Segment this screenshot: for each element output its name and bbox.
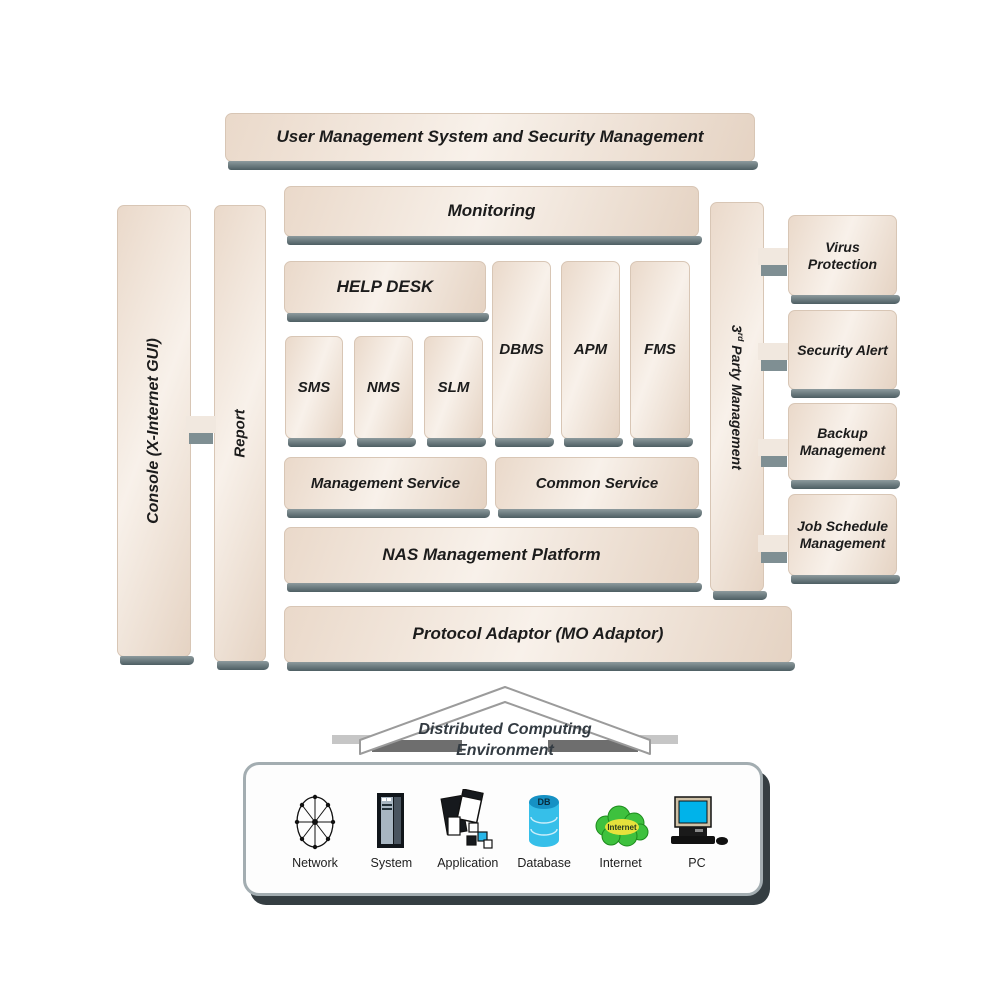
box-label: 3rd Party Management [728,324,746,470]
environment-icon-row: Network System [246,765,760,893]
up-arrow-icon [332,686,678,755]
box-common-service: Common Service [495,457,702,518]
box-third-party-management: 3rd Party Management [710,202,767,600]
application-windows-icon [438,788,498,851]
arrow-caption: Distributed Computing Environment [330,719,680,761]
box-job-schedule-management: Job Schedule Management [788,494,900,584]
box-label: Protocol Adaptor (MO Adaptor) [412,624,664,644]
connector-bar [758,439,790,456]
env-label: Application [437,855,499,870]
box-label: FMS [644,341,676,359]
env-label: Internet [599,855,642,870]
box-label: NMS [366,378,401,396]
box-label: User Management System and Security Mana… [276,127,704,147]
box-virus-protection: Virus Protection [788,215,900,304]
box-label: Virus Protection [807,238,878,272]
box-security-alert: Security Alert [788,310,900,398]
box-label: SLM [437,378,470,396]
internet-cloud-icon: Internet [588,789,654,851]
connector-shadow [188,433,214,444]
box-nas-platform: NAS Management Platform [284,527,702,592]
box-label: Monitoring [447,201,536,221]
box-label: DBMS [499,341,544,359]
box-fms: FMS [630,261,693,447]
box-label: Security Alert [797,341,888,358]
box-label: Management Service [310,474,461,492]
box-apm: APM [561,261,623,447]
box-user-management: User Management System and Security Mana… [225,113,758,170]
connector-shadow [760,360,788,371]
box-sms: SMS [285,336,346,447]
connector-shadow [760,552,788,563]
connector-shadow [760,265,788,276]
box-label: Backup Management [799,425,886,458]
connector-bar [758,248,790,265]
third-party-connector [758,343,790,371]
arrow-caption-line1: Distributed Computing [418,721,592,738]
box-label: Job Schedule Management [796,518,889,551]
box-label: SMS [297,378,331,396]
box-slm: SLM [424,336,486,447]
arrow-caption-line2: Environment [456,742,554,759]
env-item-application: Application [435,788,501,870]
box-label: HELP DESK [336,277,434,297]
box-console: Console (X-Internet GUI) [117,205,194,665]
env-item-pc: PC [664,789,730,870]
internet-badge: Internet [607,823,637,832]
connector-bar [758,535,790,552]
connector-shadow [760,456,788,467]
box-label: Console (X-Internet GUI) [145,338,162,524]
third-party-connector [758,248,790,276]
env-label: System [370,855,413,870]
box-report: Report [214,205,269,670]
box-label: Common Service [535,474,659,492]
env-label: Network [292,855,338,870]
box-help-desk: HELP DESK [284,261,489,322]
connector-bar [186,416,216,433]
distributed-environment-panel: Network System [243,762,763,896]
box-label: Report [231,409,249,458]
box-monitoring: Monitoring [284,186,702,245]
env-item-network: Network [282,789,348,870]
box-label: APM [573,341,608,359]
env-item-internet: Internet Internet [588,789,654,870]
box-nms: NMS [354,336,416,447]
connector-bar [758,343,790,360]
db-badge: DB [538,797,551,807]
server-tower-icon [371,789,411,851]
box-label: NAS Management Platform [382,545,601,565]
env-item-database: DB Database [511,789,577,870]
env-label: PC [688,855,706,870]
env-label: Database [517,855,571,870]
third-party-connector [758,439,790,467]
box-protocol-adapter: Protocol Adaptor (MO Adaptor) [284,606,795,671]
desktop-pc-icon [665,789,729,851]
box-backup-management: Backup Management [788,403,900,489]
database-cylinder-icon: DB [521,789,567,851]
box-dbms: DBMS [492,261,554,447]
env-item-system: System [358,789,424,870]
third-party-connector [758,535,790,563]
box-management-service: Management Service [284,457,490,518]
console-report-connector [186,416,216,444]
network-icon [292,789,338,851]
